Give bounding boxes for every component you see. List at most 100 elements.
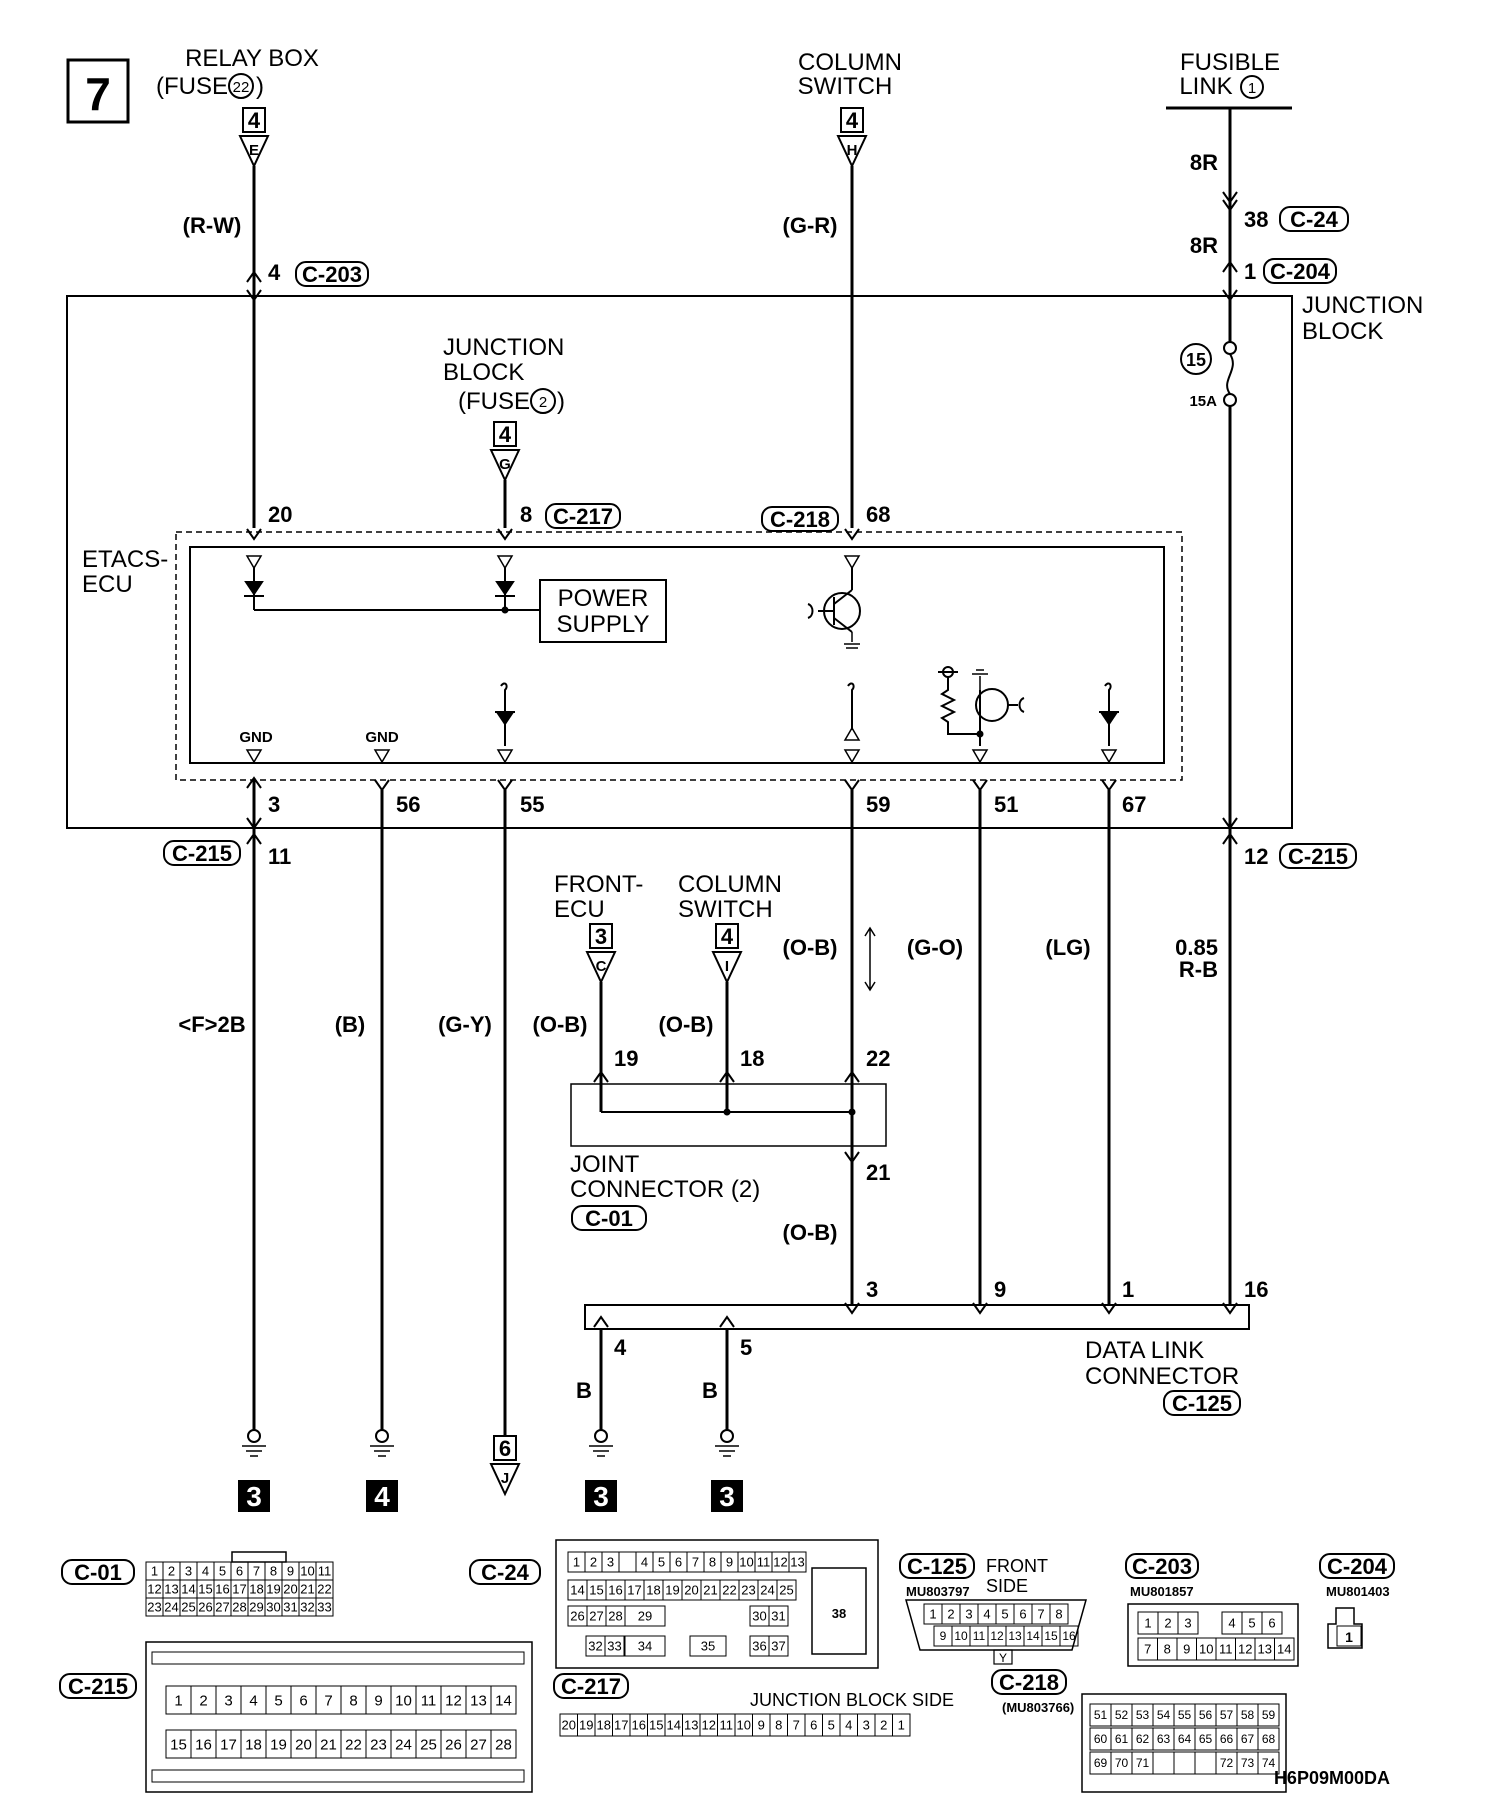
fuse-2-circle	[530, 388, 556, 414]
connector-pin-number: 36	[752, 1639, 766, 1654]
connector-pin-number: 10	[739, 1555, 753, 1570]
connector-pin-number: 72	[1220, 1756, 1234, 1770]
transistor-emitter	[833, 617, 853, 633]
connector-pin-number: 56	[1199, 1708, 1213, 1722]
output-tri-56	[373, 749, 391, 764]
pin-11: 11	[268, 844, 291, 869]
connector-pin-cell	[1059, 1625, 1079, 1647]
connector-pin-number: 14	[1026, 1629, 1040, 1643]
connector-pin-number: 61	[1115, 1732, 1129, 1746]
front-ecu-label1: FRONT-	[554, 871, 643, 898]
connector-pin-number: 33	[607, 1639, 621, 1654]
front-ecu-page: 3	[595, 924, 607, 949]
view-c204-body	[1327, 1607, 1363, 1649]
connector-pin-number: 6	[1019, 1607, 1026, 1622]
resistor-51	[939, 676, 980, 735]
connector-pin-number: 5	[658, 1555, 665, 1570]
wire-label-ob2: (O-B)	[659, 1012, 714, 1037]
connector-pin-number: 25	[420, 1737, 437, 1754]
column-switch-top-triangle	[836, 135, 868, 169]
connector-pin-number: 13	[164, 1582, 178, 1597]
view-c125-side2: SIDE	[986, 1576, 1028, 1596]
connector-pin-number: 19	[579, 1718, 593, 1733]
pin-20: 20	[268, 502, 292, 527]
view-c203-label-box	[1125, 1553, 1199, 1579]
page-number-box	[66, 58, 130, 124]
connector-pin-number: 4	[983, 1607, 990, 1622]
connector-pin-number: 8	[270, 1564, 277, 1579]
connector-pin-number: 4	[845, 1718, 852, 1733]
connector-pin-number: 19	[665, 1583, 679, 1598]
output-tri-55	[496, 749, 514, 764]
pin-38: 38	[1244, 207, 1268, 232]
joint-connector-box	[570, 1083, 887, 1147]
connector-pin-number: 2	[590, 1555, 597, 1570]
connector-pin-number: 22	[345, 1737, 362, 1754]
conn-c01: C-01	[585, 1206, 633, 1231]
column-switch-mid-label1: COLUMN	[678, 871, 782, 898]
connector-pin-number: 12	[1238, 1642, 1252, 1657]
pin-1: 1	[1244, 259, 1256, 284]
conn-c215a-box	[163, 840, 241, 866]
connector-pin-number: 73	[1241, 1756, 1255, 1770]
junction-block-fuse-label1: JUNCTION	[443, 334, 564, 361]
conn-c218-box	[761, 506, 839, 532]
connector-pin-number: 54	[1157, 1708, 1171, 1722]
view-c204-pin-box	[1336, 1625, 1362, 1647]
connector-pin-number: 16	[215, 1582, 229, 1597]
connector-pin-number: 67	[1241, 1732, 1255, 1746]
ground-symbol-2	[370, 1429, 394, 1457]
wire-label-f2b: <F>2B	[178, 1012, 245, 1037]
connector-pin-number: 28	[232, 1600, 246, 1615]
connector-pin-number: 7	[253, 1564, 260, 1579]
fusible-link-number-circle	[1240, 75, 1264, 99]
junction-block-fuse-label3: (FUSE	[458, 388, 530, 415]
joint-junction-22	[848, 1108, 856, 1116]
connector-pin-number: 2	[880, 1718, 887, 1733]
view-c215-rail-top	[151, 1651, 525, 1665]
gnd-label-56: GND	[365, 729, 399, 746]
connector-pin-number: 3	[224, 1693, 232, 1710]
conn-c217: C-217	[553, 504, 613, 529]
connector-pin-number: 29	[638, 1609, 652, 1624]
front-ecu-triangle	[585, 951, 617, 985]
wire-label-b-dlc5: B	[702, 1378, 718, 1403]
connector-pin-number: 8	[349, 1693, 357, 1710]
connector-pin-number: 27	[215, 1600, 229, 1615]
connector-pin-number: 7	[324, 1693, 332, 1710]
view-c125-label-box	[899, 1553, 975, 1579]
pin-67: 67	[1122, 792, 1146, 817]
pin-22: 22	[866, 1046, 890, 1071]
connector-pin-number: 8	[709, 1555, 716, 1570]
connector-pin-number: 63	[1157, 1732, 1171, 1746]
connector-pin-number: 3	[965, 1607, 972, 1622]
transistor-ground	[844, 632, 860, 649]
gnd-label-3: GND	[239, 729, 273, 746]
view-c218-body	[1081, 1693, 1287, 1793]
wire-label-rb2: R-B	[1179, 957, 1218, 982]
conn-c01-box	[571, 1205, 647, 1231]
pin-59: 59	[866, 792, 890, 817]
connector-pin-number: 1	[174, 1693, 182, 1710]
fuse-15-id-circle	[1180, 343, 1212, 375]
page-number: 7	[85, 68, 111, 120]
connector-pin-number: 20	[283, 1582, 297, 1597]
wire-label-b: (B)	[335, 1012, 366, 1037]
view-c01-label-box	[61, 1559, 135, 1585]
connector-pin-number: 62	[1136, 1732, 1150, 1746]
connector-pin-number: 30	[266, 1600, 280, 1615]
output-tri-59	[843, 726, 861, 741]
column-switch-mid-triangle	[711, 951, 743, 985]
connector-pin-number: 32	[300, 1600, 314, 1615]
connector-pin-number: 1	[929, 1607, 936, 1622]
connector-pin-number: 53	[1136, 1708, 1150, 1722]
connector-pin-number: 32	[588, 1639, 602, 1654]
connector-pin-number: 6	[810, 1718, 817, 1733]
connector-pin-number: 21	[300, 1582, 314, 1597]
connector-pin-number: 11	[757, 1555, 771, 1570]
connector-pin-number: 16	[195, 1737, 212, 1754]
connector-pin-number: 20	[295, 1737, 312, 1754]
connector-pin-cell	[892, 1713, 911, 1737]
connector-pin-number: 28	[608, 1609, 622, 1624]
